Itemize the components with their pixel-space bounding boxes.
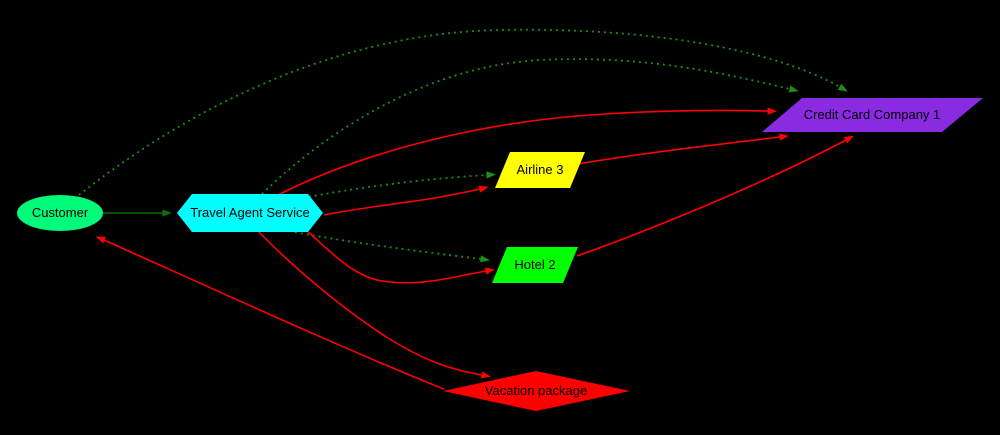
edge-hotel-to-credit-card-red: [576, 135, 854, 257]
vacation-package-label: Vacation package: [485, 383, 587, 398]
edge-layer: [78, 28, 854, 390]
customer-ellipse: [17, 195, 103, 231]
credit-card-company-1-parallelogram: [762, 98, 983, 132]
travel-agent-service-hexagon: [177, 194, 323, 232]
airline-3-parallelogram: [495, 152, 585, 188]
travel-agent-service-label: Travel Agent Service: [190, 205, 309, 220]
edge-travel-agent-to-vacation-red: [257, 230, 491, 379]
hotel-2-parallelogram: [492, 247, 578, 283]
edge-travel-agent-to-credit-card-red: [275, 107, 777, 197]
edge-customer-to-credit-card-dotted: [78, 28, 848, 196]
edge-airline-to-credit-card-red: [576, 133, 789, 165]
edge-travel-agent-to-hotel-dotted: [288, 230, 490, 263]
node-travel-agent-service: Travel Agent Service: [177, 194, 323, 232]
edge-vacation-to-customer-red: [95, 236, 445, 390]
hotel-2-label: Hotel 2: [514, 257, 555, 272]
edge-travel-agent-to-hotel-red: [305, 229, 495, 284]
edge-travel-agent-to-airline-dotted: [302, 171, 496, 199]
node-vacation-package: Vacation package: [443, 371, 630, 411]
node-hotel-2: Hotel 2: [492, 247, 578, 283]
customer-label: Customer: [32, 205, 89, 220]
vacation-package-diamond: [443, 371, 630, 411]
edge-travel-agent-to-airline-red: [323, 185, 489, 216]
airline-3-label: Airline 3: [517, 162, 564, 177]
credit-card-company-1-label: Credit Card Company 1: [804, 107, 941, 122]
node-customer: Customer: [17, 195, 103, 231]
node-airline-3: Airline 3: [495, 152, 585, 188]
node-credit-card-company-1: Credit Card Company 1: [762, 98, 983, 132]
node-layer: Customer Travel Agent Service Airline 3 …: [17, 98, 983, 411]
edge-travel-agent-to-credit-card-dotted: [261, 58, 799, 195]
